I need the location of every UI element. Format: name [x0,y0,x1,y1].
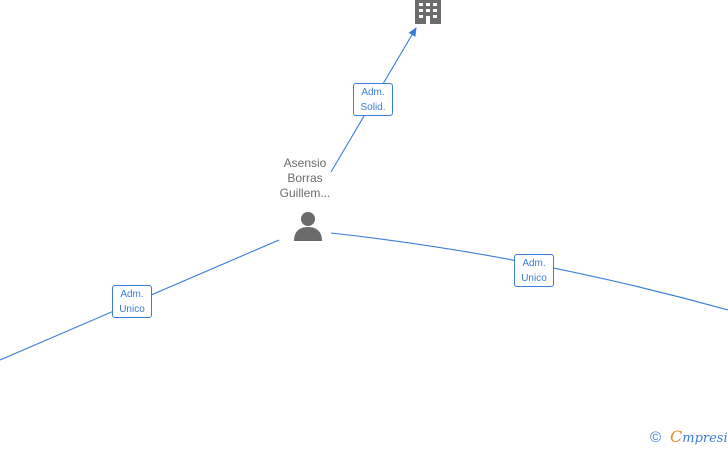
person-name-line-1: Asensio [283,156,327,170]
role-badge-adm-unico-left[interactable]: Adm. Unico [112,285,152,318]
role-badge-adm-solid[interactable]: Adm. Solid. [353,83,393,116]
person-name-line-3: Guillem... [279,186,331,200]
role-line-1: Adm. [120,289,144,300]
brand-initial: C [670,427,683,446]
role-line-2: Unico [521,273,547,284]
copyright-symbol: © [650,429,662,446]
person-icon[interactable] [292,211,324,241]
role-badge-adm-unico-right[interactable]: Adm. Unico [514,254,554,287]
role-line-1: Adm. [522,258,546,269]
role-line-2: Solid. [360,102,386,113]
role-line-1: Adm. [361,87,385,98]
person-name-label[interactable]: Asensio Borras Guillem... [262,156,348,201]
empresia-logo: Cmpresia [670,427,728,446]
building-icon[interactable] [412,0,444,24]
person-name-line-2: Borras [287,171,323,185]
brand-name-rest: mpresia [682,431,728,446]
role-line-2: Unico [119,304,145,315]
